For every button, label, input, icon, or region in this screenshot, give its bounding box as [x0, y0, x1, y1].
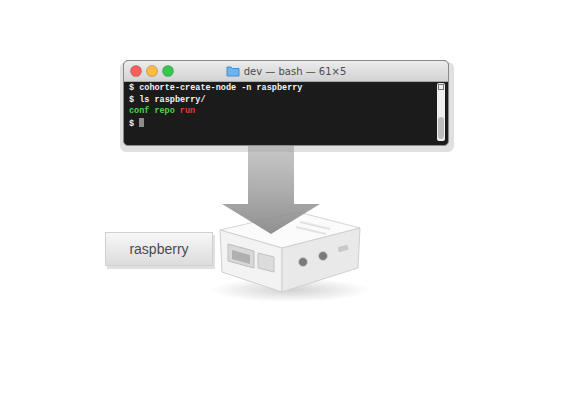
- terminal-line: $: [129, 118, 432, 131]
- title-wrap: dev — bash — 61×5: [124, 61, 448, 81]
- scroll-thumb: [438, 117, 444, 139]
- device-label: raspberry: [105, 232, 213, 266]
- terminal-line: $ ls raspberry/: [129, 95, 432, 107]
- terminal-line: $ cohorte-create-node -n raspberry: [129, 83, 432, 95]
- directory-name: run: [180, 106, 195, 116]
- command-line: $ ls raspberry/: [129, 95, 206, 105]
- scroll-top: [438, 84, 444, 90]
- pi-case: [210, 212, 370, 302]
- window-title: dev — bash — 61×5: [244, 66, 347, 77]
- folder-icon: [226, 65, 240, 77]
- scrollbar: [437, 83, 445, 141]
- command-line: $ cohorte-create-node -n raspberry: [129, 83, 302, 93]
- cursor: [139, 118, 144, 127]
- prompt: $: [129, 119, 134, 129]
- down-arrow: [222, 146, 320, 234]
- terminal-window: dev — bash — 61×5 $ cohorte-create-node -…: [123, 60, 449, 146]
- device-name: raspberry: [129, 241, 188, 257]
- terminal-line: conf reporun: [129, 106, 432, 118]
- directory-name: conf: [129, 106, 149, 116]
- terminal-body: $ cohorte-create-node -n raspberry $ ls r…: [129, 83, 432, 145]
- title-bar: dev — bash — 61×5: [124, 61, 448, 82]
- directory-name: repo: [154, 106, 174, 116]
